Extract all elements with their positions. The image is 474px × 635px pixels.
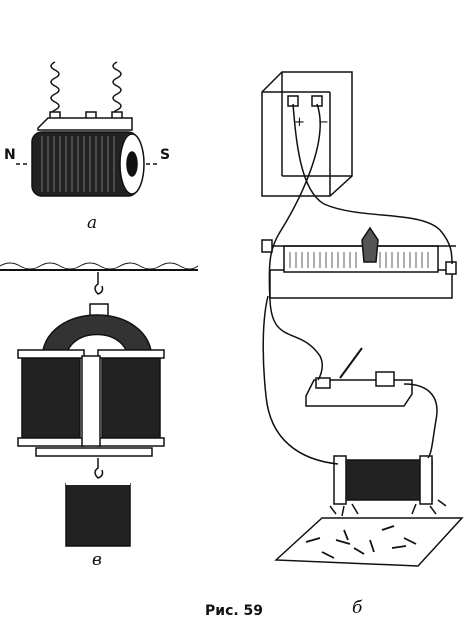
pole-south-label: S bbox=[160, 147, 171, 163]
spring-right-icon bbox=[112, 61, 122, 119]
pole-north-label: N bbox=[4, 147, 16, 163]
coil-a bbox=[16, 61, 158, 197]
figure-label-v: в bbox=[92, 550, 102, 570]
figure-label-a: а bbox=[87, 213, 98, 233]
figure-label-b: б bbox=[352, 598, 363, 618]
circuit-b bbox=[261, 71, 464, 567]
battery-minus-sign: − bbox=[318, 115, 329, 130]
electromagnet-v bbox=[0, 262, 199, 547]
spring-left-icon bbox=[50, 61, 60, 119]
figure-caption: Рис. 59 bbox=[205, 603, 264, 619]
battery-plus-sign: + bbox=[294, 115, 305, 130]
